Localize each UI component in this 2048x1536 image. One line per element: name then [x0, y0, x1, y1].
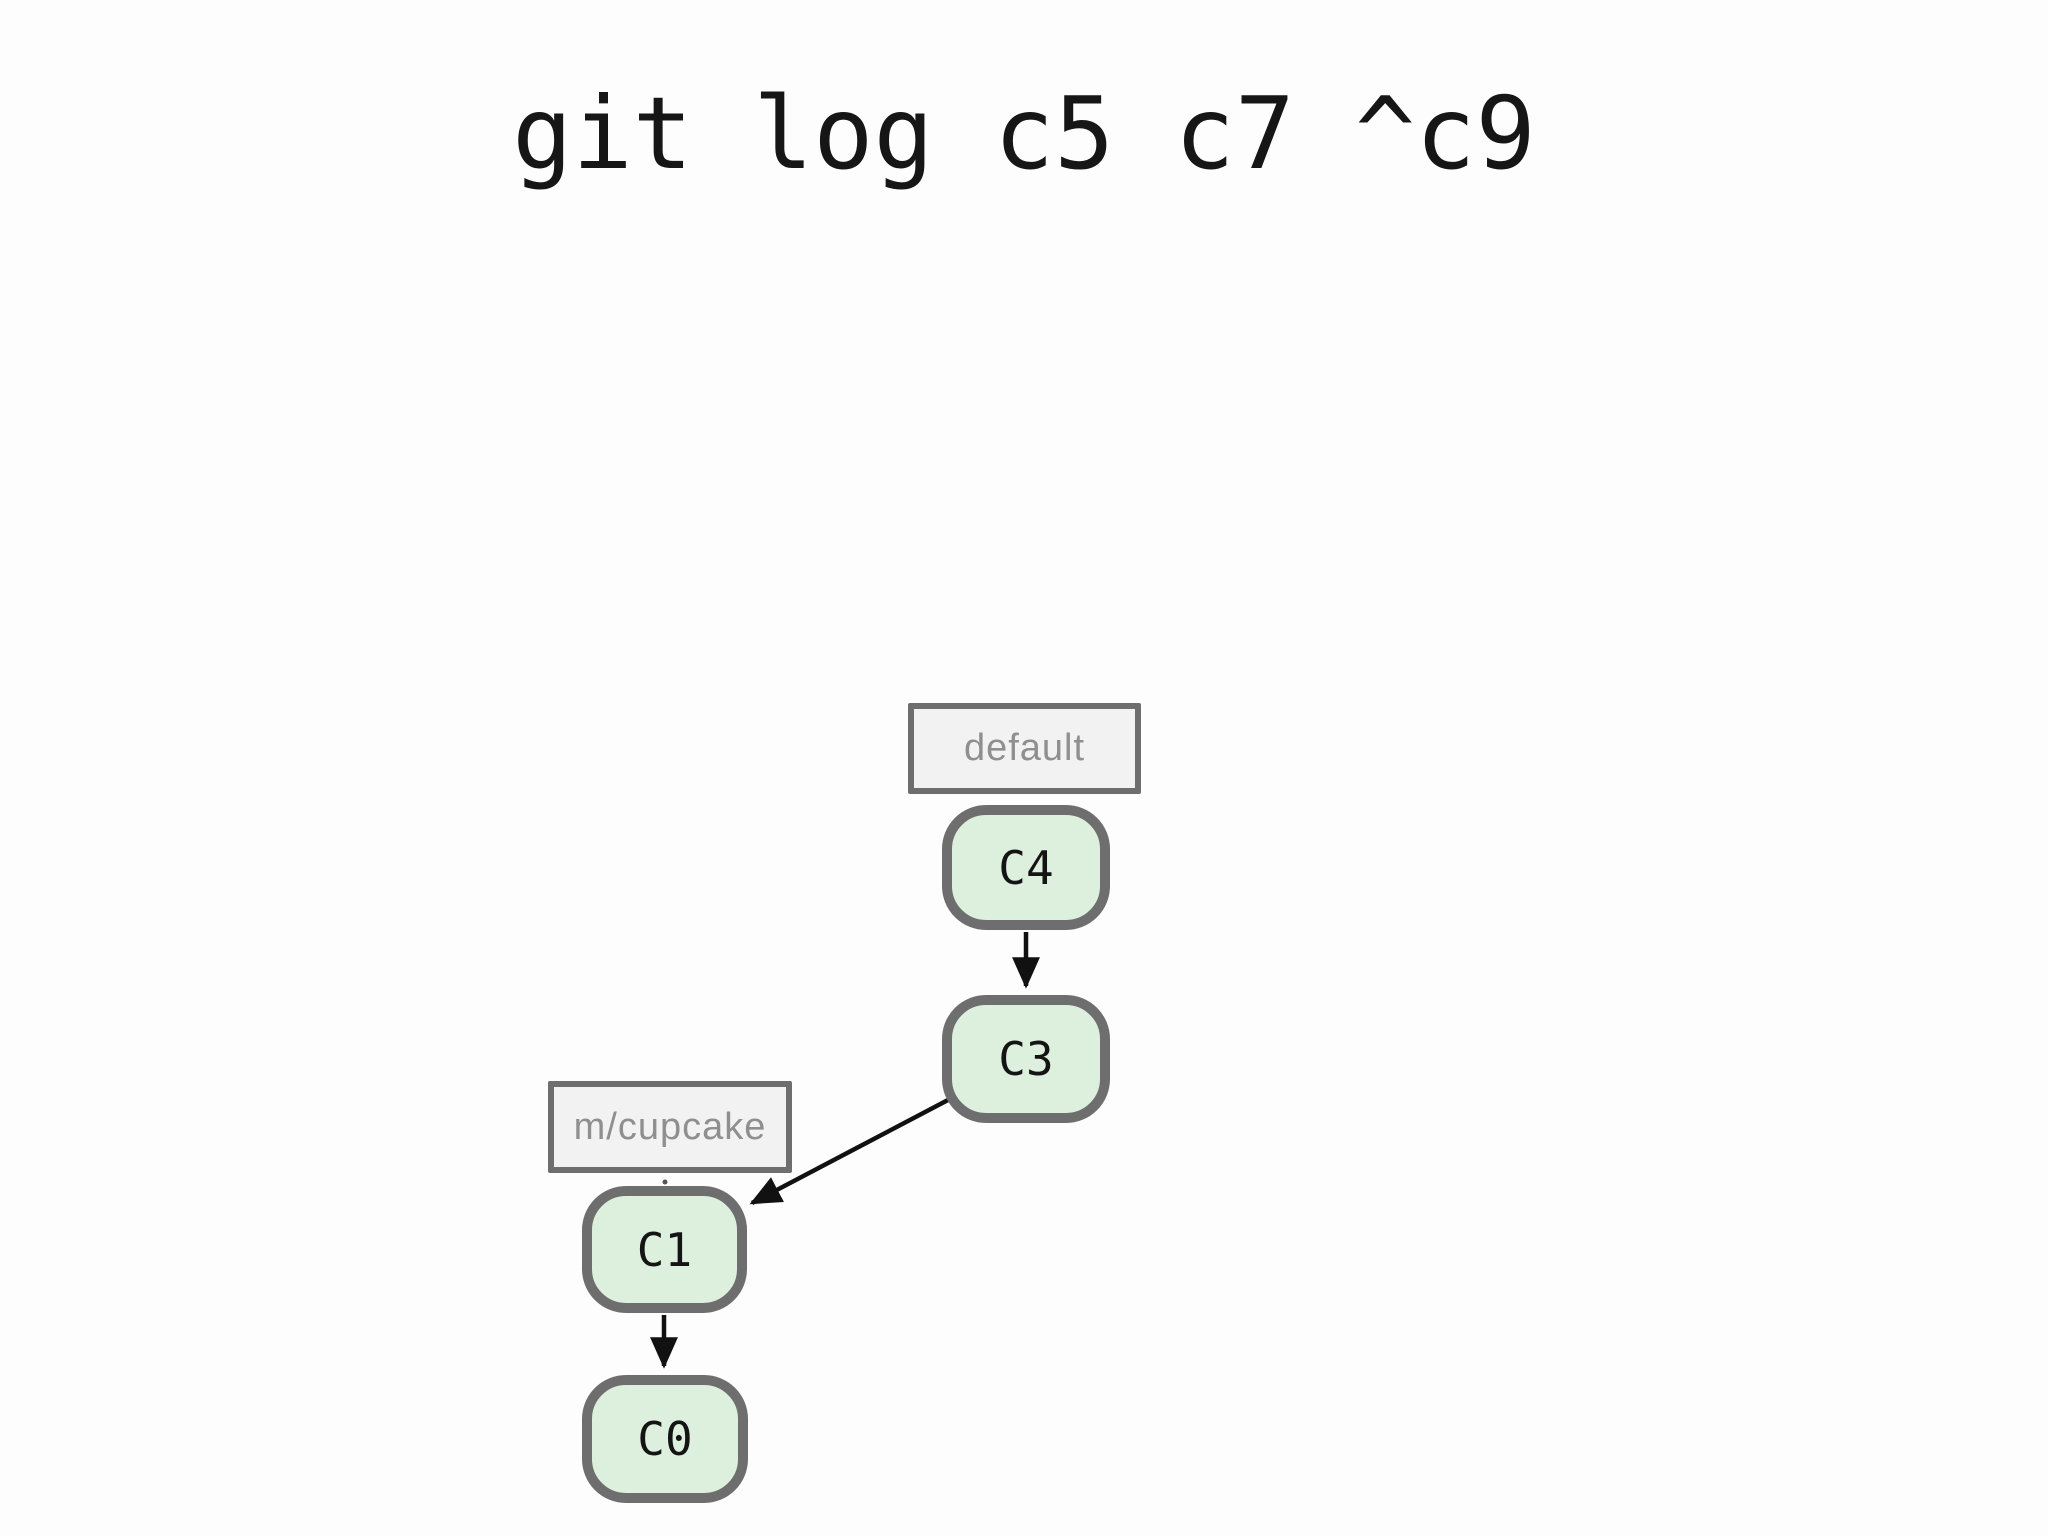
commit-node-c0: C0: [582, 1375, 748, 1503]
branch-label-default: default: [908, 703, 1141, 794]
branch-label-default-text: default: [963, 727, 1086, 769]
commit-node-c0-label: C0: [637, 1412, 693, 1466]
commit-node-c4: C4: [942, 805, 1110, 930]
commit-node-c1: C1: [582, 1186, 747, 1313]
commit-node-c3-label: C3: [998, 1032, 1054, 1086]
branch-label-m-cupcake-text: m/cupcake: [573, 1105, 767, 1148]
branch-label-connector-dot: [662, 1179, 668, 1185]
commit-node-c3: C3: [942, 995, 1110, 1123]
page-title: git log c5 c7 ^c9: [512, 75, 1536, 192]
commit-node-c4-label: C4: [998, 840, 1054, 895]
commit-node-c1-label: C1: [636, 1222, 693, 1277]
branch-label-m-cupcake: m/cupcake: [548, 1081, 792, 1173]
